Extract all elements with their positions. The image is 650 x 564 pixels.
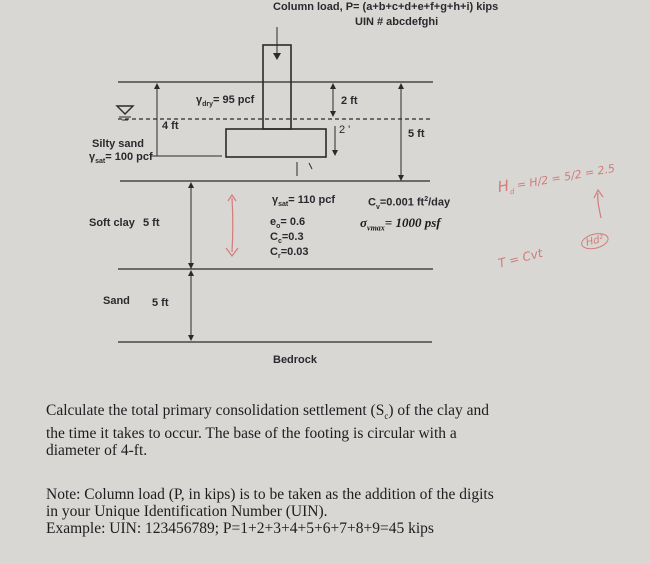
sand-thickness: 5 ft xyxy=(152,297,169,309)
sand-name: Sand xyxy=(103,295,130,307)
note-block: Note: Column load (P, in kips) is to be … xyxy=(46,486,494,537)
note-line-2: in your Unique Identification Number (UI… xyxy=(46,503,328,520)
note-line-3: Example: UIN: 123456789; P=1+2+3+4+5+6+7… xyxy=(46,520,434,537)
clay-name: Soft clay xyxy=(89,217,135,229)
handwritten-marks xyxy=(225,188,604,257)
footing-thickness-label: 2 ' xyxy=(339,124,351,136)
clay-cr: Cr=0.03 xyxy=(270,246,309,261)
question-line-3: diameter of 4-ft. xyxy=(46,442,148,460)
question-line-2: the time it takes to occur. The base of … xyxy=(46,425,457,443)
load-arrowhead xyxy=(273,53,281,60)
footing xyxy=(225,128,327,158)
depth-top-label: 4 ft xyxy=(162,120,179,132)
clay-thickness: 5 ft xyxy=(143,217,160,229)
clay-cv: Cv=0.001 ft2/day xyxy=(368,196,451,211)
clay-cc: Cc=0.3 xyxy=(270,231,304,246)
clay-sigma-max: σvmax= 1000 psf xyxy=(360,215,441,233)
silty-sand-gamma: γsat= 100 pcf xyxy=(89,151,153,166)
water-table-symbol xyxy=(115,105,135,115)
uin-label: UIN # abcdefghi xyxy=(355,16,439,28)
question-line-1: Calculate the total primary consolidatio… xyxy=(46,402,490,422)
title: Column load, P= (a+b+c+d+e+f+g+h+i) kips xyxy=(273,1,499,13)
depth-footing-label: 5 ft xyxy=(408,128,425,140)
note-line-1: Note: Column load (P, in kips) is to be … xyxy=(46,486,494,503)
question-block: Calculate the total primary consolidatio… xyxy=(46,402,489,459)
footing-width-label: 2 ft xyxy=(341,95,358,107)
gamma-dry-label: γdry= 95 pcf xyxy=(196,94,255,109)
silty-sand-name: Silty sand xyxy=(92,138,144,150)
clay-gamma: γsat= 110 pcf xyxy=(272,194,336,209)
clay-e0: eo= 0.6 xyxy=(270,216,306,231)
bedrock-label: Bedrock xyxy=(273,354,318,366)
